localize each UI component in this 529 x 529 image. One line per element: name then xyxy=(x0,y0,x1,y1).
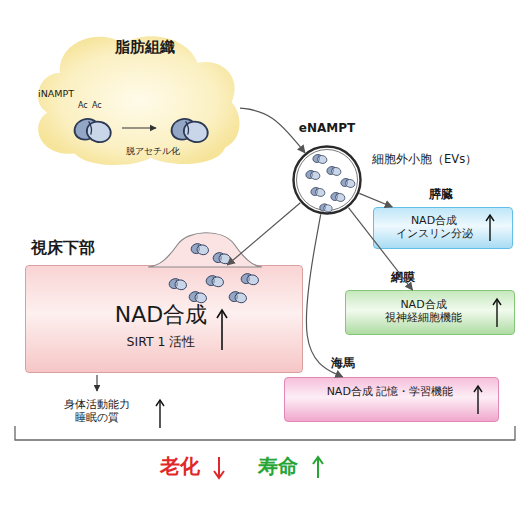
vesicle-membrane xyxy=(294,147,361,214)
organ-box: 海馬NAD合成 記憶・学習機能 xyxy=(284,377,499,422)
acetyl-label: Ac xyxy=(92,101,102,111)
protein-label: iNAMPT xyxy=(38,88,74,99)
acetyl-label: Ac xyxy=(78,101,88,111)
increase-arrow xyxy=(493,299,501,327)
effect-text: NAD合成 インスリン分泌 xyxy=(384,214,484,240)
summary-bracket xyxy=(15,426,515,440)
process-label: 脱アセチル化 xyxy=(126,146,180,157)
organ-title: 脂肪組織 xyxy=(90,38,200,56)
vesicle-outline xyxy=(292,145,362,215)
tissue-cloud: 脂肪組織 iNAMPT Ac Ac 脱アセチル化 xyxy=(28,22,240,168)
organ-title: 膵臓 xyxy=(429,187,453,201)
protein-illustration xyxy=(72,116,211,145)
protein-label: eNAMPT xyxy=(287,121,367,135)
organ-box: 膵臓NAD合成 インスリン分泌 xyxy=(373,207,513,249)
organ-title: 視床下部 xyxy=(31,238,95,257)
increase-arrow xyxy=(486,215,494,241)
effect-text: NAD合成 記憶・学習機能 xyxy=(315,385,465,398)
protein-illustration xyxy=(305,153,356,213)
vesicle-circle: eNAMPT細胞外小胞（EVs） xyxy=(292,145,362,215)
organ-box: 網膜NAD合成 視神経細胞機能 xyxy=(345,290,515,335)
flow-arrow xyxy=(306,214,342,377)
cloud-fill xyxy=(38,36,239,165)
cell-protrusion xyxy=(148,233,262,267)
organ-title: 海馬 xyxy=(331,356,355,370)
leader-arrow xyxy=(96,375,97,391)
effect-text: NAD合成 視神経細胞機能 xyxy=(361,298,486,324)
effect-text: NAD合成 xyxy=(76,302,246,328)
increase-arrow xyxy=(474,386,482,414)
decrease-arrow xyxy=(214,457,224,478)
increase-arrow xyxy=(156,400,164,428)
flow-arrow xyxy=(240,108,305,153)
flow-arrow xyxy=(359,193,392,207)
increase-arrow xyxy=(217,310,227,350)
effect-text: SIRT 1 活性 xyxy=(76,334,246,349)
flow-arrow xyxy=(348,208,412,290)
vesicle-label: 細胞外小胞（EVs） xyxy=(372,153,477,167)
flow-arrow xyxy=(227,203,300,265)
organ-title: 網膜 xyxy=(391,270,415,284)
lifespan-label: 寿命 xyxy=(258,454,298,479)
protein-illustration xyxy=(168,242,260,304)
aging-label: 老化 xyxy=(160,454,200,479)
increase-arrow xyxy=(313,457,323,478)
outcome-text: 身体活動能力 睡眠の質 xyxy=(52,398,142,424)
vesicle-membrane xyxy=(297,150,358,211)
organ-box: 視床下部NAD合成SIRT 1 活性 xyxy=(25,265,303,373)
